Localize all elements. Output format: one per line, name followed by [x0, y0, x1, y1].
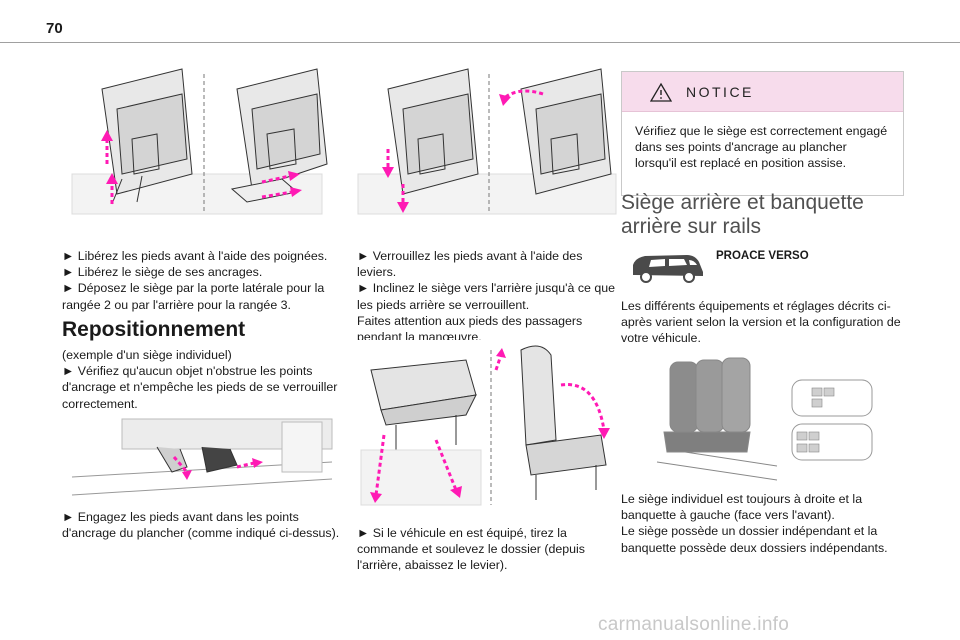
lever-step: ► Si le véhicule en est équipé, tirez la…	[357, 526, 585, 573]
repositioning-intro: (exemple d'un siège individuel) ► Vérifi…	[62, 348, 338, 411]
removal-instructions: ► Libérez les pieds avant à l'aide des p…	[62, 249, 328, 312]
seat-description: Le siège individuel est toujours à droit…	[621, 492, 888, 555]
model-label: PROACE VERSO	[716, 250, 809, 262]
seat-locking-illustration	[353, 64, 621, 222]
watermark: carmanualsonline.info	[598, 614, 790, 635]
engage-feet-step: ► Engagez les pieds avant dans les point…	[62, 510, 340, 541]
backrest-lever-illustration	[356, 340, 618, 510]
locking-instructions: ► Verrouillez les pieds avant à l'aide d…	[357, 249, 616, 345]
section-title: Siège arrière et banquette arrière sur r…	[621, 191, 864, 238]
notice-title: NOTICE	[686, 83, 754, 100]
notice-box: NOTICE Vérifiez que le siège est correct…	[621, 71, 904, 196]
header-rule	[0, 42, 960, 43]
feet-anchor-illustration	[62, 417, 338, 501]
notice-text: Vérifiez que le siège est correctement e…	[635, 124, 888, 171]
rail-seats-illustration	[652, 352, 882, 482]
seat-removal-illustration	[62, 64, 338, 222]
van-icon	[629, 252, 705, 289]
warning-triangle-icon	[650, 82, 672, 102]
equipment-intro: Les différents équipements et réglages d…	[621, 299, 901, 346]
repositioning-heading: Repositionnement	[62, 318, 246, 341]
page-number: 70	[46, 20, 63, 37]
notice-header: NOTICE	[622, 72, 903, 112]
